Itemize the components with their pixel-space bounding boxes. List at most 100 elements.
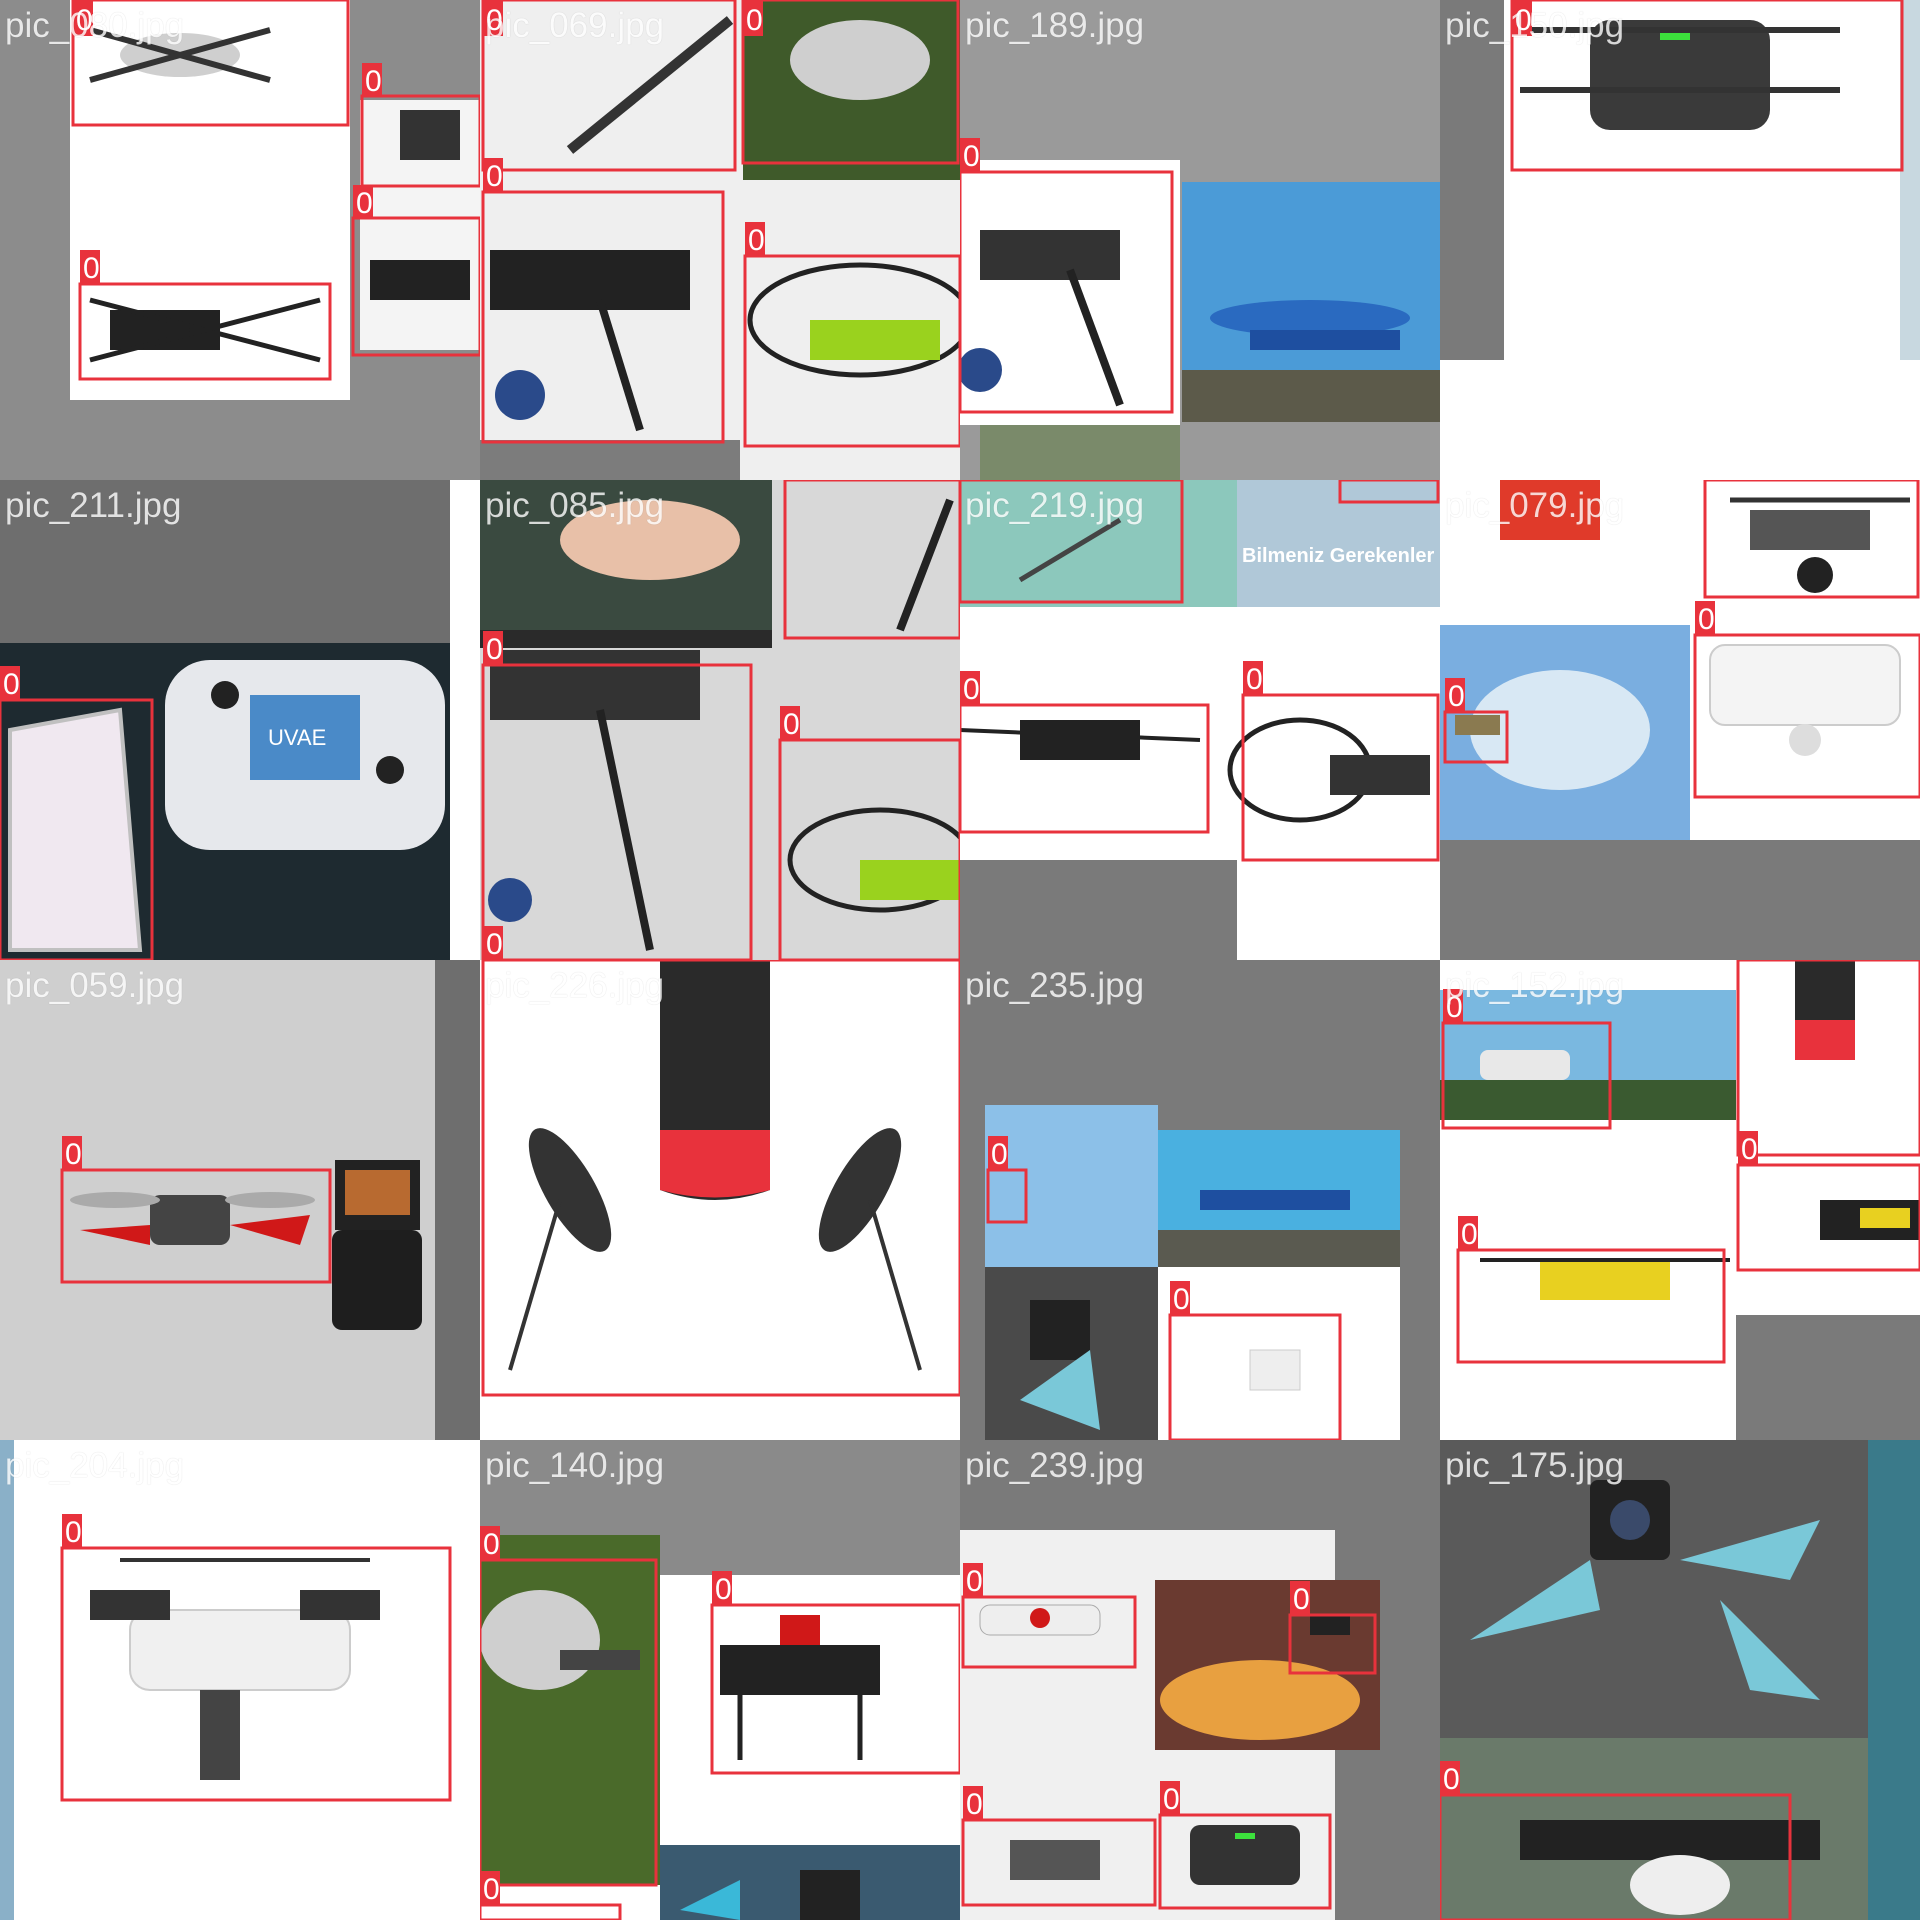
tile-image [960,0,1440,480]
tile-filename: pic_219.jpg [965,486,1145,525]
tile-image: Bilmeniz Gerekenler [960,480,1440,960]
box-labels: 0 [1440,1761,1460,1796]
tile-filename: pic_175.jpg [1445,1446,1625,1485]
detection-box [1241,693,1440,862]
drone-image [1020,1300,1100,1430]
detection-box [360,94,480,188]
detection-box [1338,480,1440,504]
mosaic-tile: 0 pic_204.jpg [0,1440,480,1920]
class-label: 0 [963,673,980,706]
class-label: 0 [1443,1763,1460,1796]
drone-image [1480,1050,1570,1080]
drone-image [1795,960,1855,1060]
class-label: 0 [1446,991,1463,1024]
class-label: 0 [1461,1218,1478,1251]
mosaic-tile: Bilmeniz Gerekenler 0 0 pic_219.jpg [960,480,1440,960]
drone-image [508,960,922,1371]
drone-image [1310,1615,1350,1635]
drone-image [787,807,960,913]
box-labels: 0 0 [1445,601,1715,713]
drone-image [1455,715,1500,735]
mosaic-tile: 0 pic_150.jpg [1440,0,1920,480]
detection-box [778,738,960,960]
tile-filename: pic_189.jpg [965,6,1145,45]
detection-box [78,282,332,381]
class-label: 0 [1515,4,1532,37]
detection-box [960,170,1174,414]
box-labels: 0 [1512,0,1532,37]
aircraft-image [1210,300,1410,350]
class-label: 0 [65,1516,82,1549]
class-label: 0 [65,1138,82,1171]
detection-box [481,190,725,444]
tile-image [480,480,960,960]
class-label: 0 [746,4,763,37]
mosaic-tile: 0 0 pic_079.jpg [1440,480,1920,960]
detection-box [60,1168,332,1284]
class-label: 0 [783,708,800,741]
detection-box [1443,710,1509,764]
detection-box [961,1595,1137,1669]
tile-filename: pic_235.jpg [965,966,1145,1005]
class-label: 0 [966,1565,983,1598]
class-label: 0 [991,1138,1008,1171]
detection-box [1456,1248,1726,1364]
mosaic-tile: UVAE 0 pic_211.jpg [0,480,480,960]
mosaic-tile: 0 0 0 0 pic_080.jpg [0,0,480,480]
tile-image [960,960,1440,1440]
box-labels: 0 0 0 [483,631,800,960]
detection-box [1440,1793,1792,1920]
detection-box [481,0,737,172]
box-labels: 0 [960,138,980,173]
drone-image [1730,497,1910,593]
tile-image [1440,0,1920,480]
aircraft-image [1200,1190,1350,1210]
tile-image [0,0,480,480]
class-label: 0 [966,1788,983,1821]
mosaic-tile: 0 pic_175.jpg [1440,1440,1920,1920]
detection-box [1736,1163,1920,1272]
drone-image [70,1192,315,1245]
drone-image [1227,717,1430,823]
class-label: 0 [963,140,980,173]
mosaic-tile: 0 pic_059.jpg [0,960,480,1440]
tile-image [960,1440,1440,1920]
drone-image [747,262,960,378]
detection-box [60,1546,452,1802]
overlay-text: Bilmeniz Gerekenler [1242,545,1435,567]
drone-image [480,1590,640,1690]
remote-controller-image: UVAE [165,660,445,850]
class-label: 0 [486,928,503,960]
class-label: 0 [483,1528,500,1561]
detection-box [1510,0,1904,172]
tile-filename: pic_069.jpg [485,6,665,45]
drone-image [1190,1825,1300,1885]
mosaic-tile: pic_226.jpg [480,960,960,1440]
tile-image [1440,1440,1920,1920]
tile-filename: pic_140.jpg [485,1446,665,1485]
detection-box [960,480,1184,604]
detection-box [743,254,960,448]
class-label: 0 [748,224,765,257]
tile-filename: pic_211.jpg [5,486,182,525]
drone-image [896,498,954,632]
tile-filename: pic_152.jpg [1445,966,1625,1005]
drone-image [1820,1200,1920,1240]
tile-filename: pic_239.jpg [965,1446,1145,1485]
detection-box [710,1603,960,1775]
tile-filename: pic_059.jpg [5,966,185,1005]
detection-box [351,216,480,357]
drone-image [1709,644,1901,756]
detection-box [741,0,960,165]
mosaic-tile: 0 0 0 pic_152.jpg [1440,960,1920,1440]
box-labels: 0 0 0 0 [483,0,765,257]
tile-filename: pic_226.jpg [485,966,665,1005]
class-label: 0 [1163,1783,1180,1816]
class-label: 0 [1741,1133,1758,1166]
drone-image [1500,480,1600,540]
detection-box [480,1903,622,1920]
box-labels: 0 [62,1136,82,1171]
tile-image [0,1440,480,1920]
tile-image [1440,480,1920,960]
